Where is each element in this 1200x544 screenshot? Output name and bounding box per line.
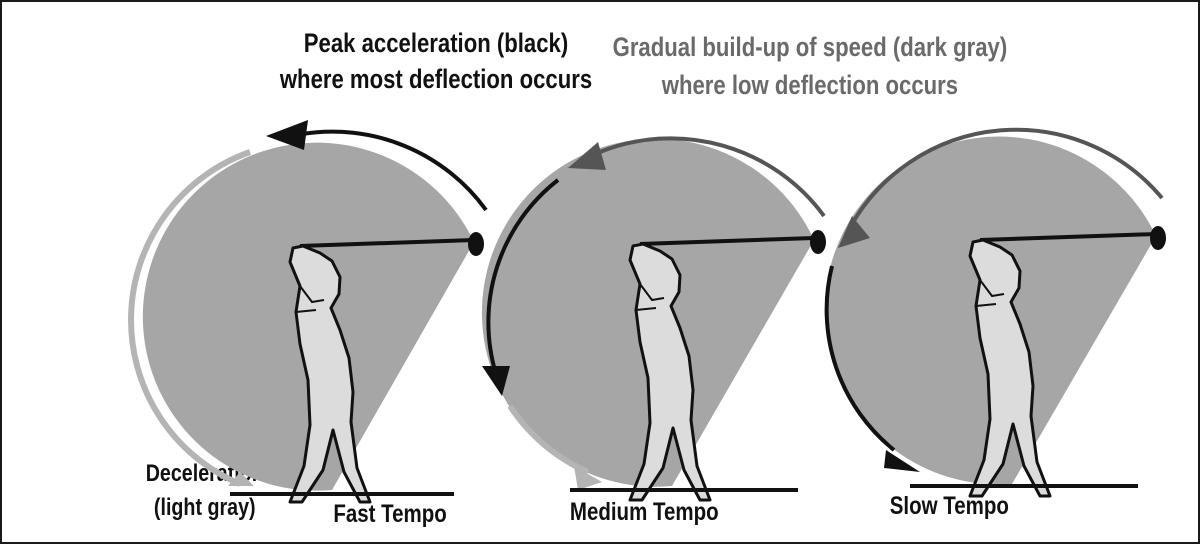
medium-tempo-label: Medium Tempo — [570, 497, 719, 525]
fast-club-shaft — [299, 238, 475, 248]
peak-acceleration-title: Peak acceleration (black) — [304, 29, 568, 59]
medium-gradual-arc — [599, 136, 826, 218]
deceleration-subtitle: (light gray) — [154, 493, 256, 520]
fast-club-head — [468, 232, 484, 256]
gradual-speed-subtitle: where low deflection occurs — [661, 71, 958, 101]
medium-deceleration-arc — [507, 404, 590, 475]
fast-tempo-panel: Fast Tempo — [128, 120, 488, 527]
gradual-speed-title: Gradual build-up of speed (dark gray) — [613, 33, 1008, 63]
slow-peak-arrowhead-icon — [884, 450, 920, 472]
peak-acceleration-subtitle: where most deflection occurs — [279, 65, 592, 95]
medium-peak-arc — [486, 178, 560, 375]
fast-peak-arrowhead-icon — [266, 120, 308, 150]
fast-deceleration-arc — [128, 149, 251, 487]
slow-club-shaft — [979, 232, 1157, 242]
fast-peak-arc — [301, 129, 488, 212]
medium-tempo-panel: Medium Tempo — [481, 136, 826, 525]
slow-gradual-arc — [850, 127, 1164, 226]
medium-gradual-arrowhead-icon — [568, 142, 606, 170]
medium-club-shaft — [639, 236, 815, 246]
fast-tempo-label: Fast Tempo — [333, 499, 447, 527]
fast-deceleration-arrowhead-icon — [228, 472, 254, 486]
medium-peak-arrowhead-icon — [482, 366, 510, 396]
slow-peak-arc — [824, 265, 896, 452]
medium-club-head — [810, 230, 826, 254]
slow-club-head — [1150, 226, 1166, 250]
medium-deceleration-arrowhead-icon — [574, 466, 602, 490]
slow-tempo-panel: Slow Tempo — [824, 127, 1166, 519]
slow-gradual-arrowhead-icon — [838, 216, 870, 248]
slow-tempo-label: Slow Tempo — [890, 491, 1009, 519]
